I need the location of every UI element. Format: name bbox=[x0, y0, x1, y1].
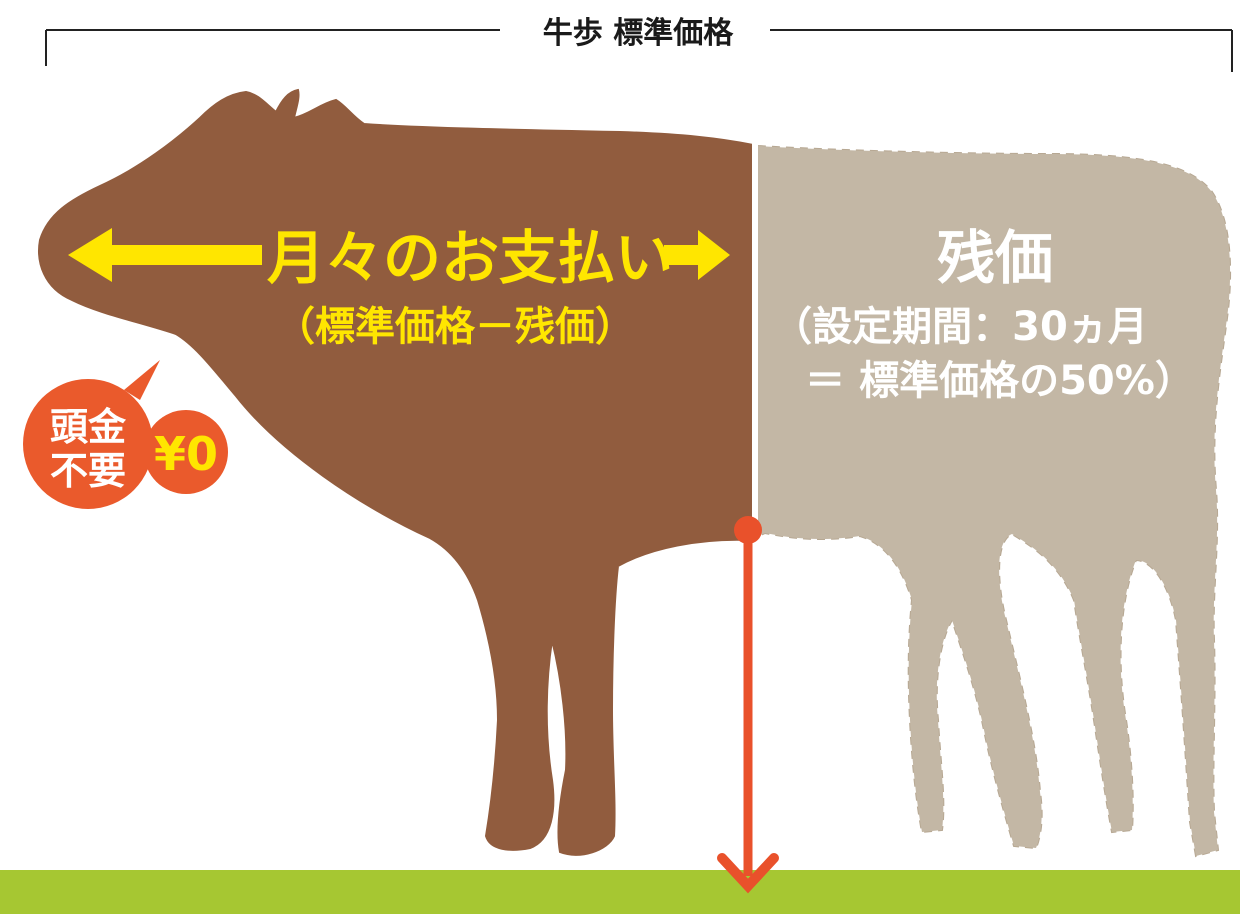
monthly-payment-sublabel: （標準価格－残価） bbox=[275, 304, 635, 350]
ground-band bbox=[0, 870, 1240, 914]
right-arrow-icon bbox=[664, 230, 730, 280]
badge-line-1: 頭金 bbox=[50, 405, 127, 449]
split-marker bbox=[717, 516, 779, 894]
header-title: 牛歩 標準価格 bbox=[543, 16, 734, 51]
residual-period-text: （設定期間：30ヵ月 bbox=[772, 304, 1148, 350]
down-payment-badge bbox=[23, 360, 228, 509]
residual-ratio-text: ＝ 標準価格の50%） bbox=[805, 358, 1195, 404]
badge-amount: ¥0 bbox=[154, 427, 218, 481]
header-bracket bbox=[45, 29, 1233, 72]
residual-value-label: 残価 bbox=[937, 224, 1053, 292]
left-arrow-icon bbox=[68, 228, 262, 282]
monthly-payment-label: 月々のお支払い bbox=[267, 224, 673, 292]
badge-line-2: 不要 bbox=[50, 449, 126, 493]
